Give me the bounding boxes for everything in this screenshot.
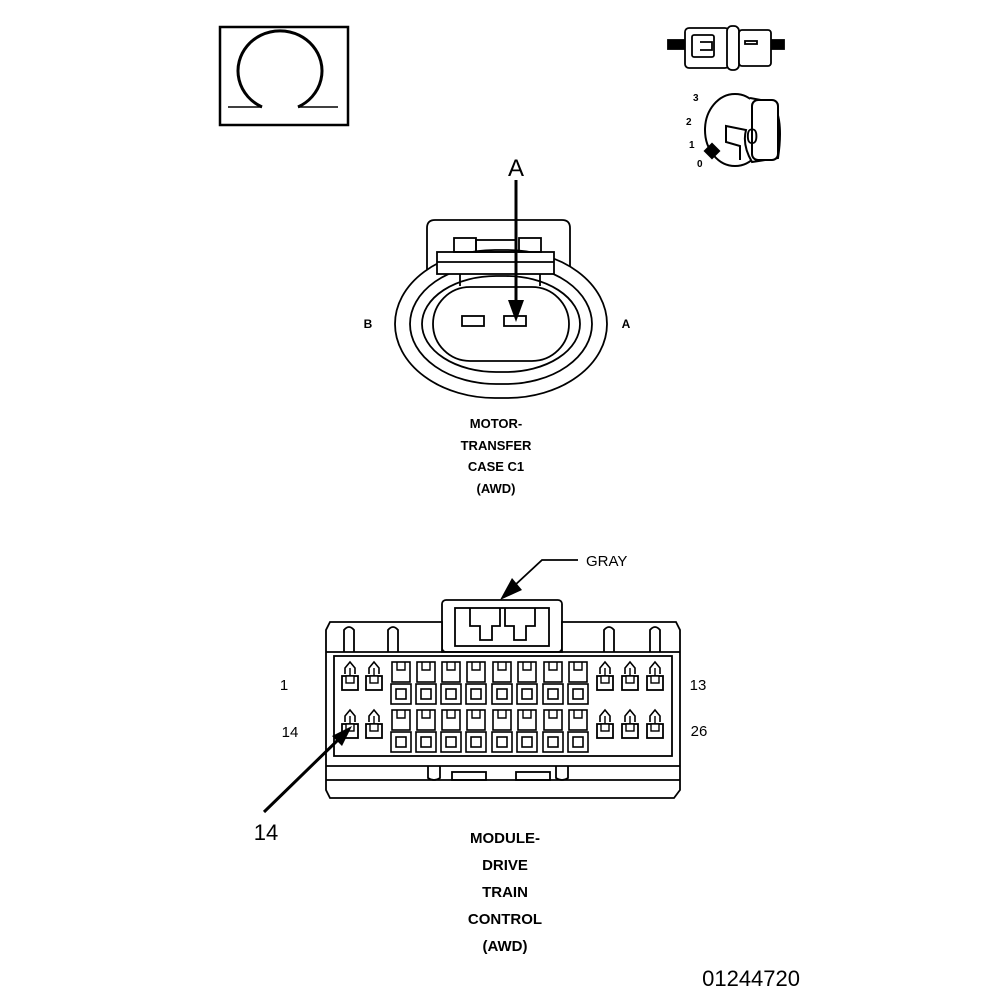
dtcm-row1-left-label: 1 — [280, 677, 288, 694]
c1-terminal-b — [461, 315, 485, 327]
c1-caption: MOTOR- TRANSFER CASE C1 (AWD) — [461, 416, 532, 496]
ignition-position-0: 0 — [697, 159, 703, 170]
dtcm-color-callout: GRAY — [586, 553, 627, 570]
dtcm-color-callout-leader — [500, 559, 578, 600]
c1-side-label-b: B — [364, 317, 373, 331]
dtcm-terminal-19 — [465, 709, 487, 753]
dtcm-terminal-18 — [440, 709, 462, 753]
c1-caption-line-2: TRANSFER — [461, 438, 532, 453]
dtcm-caption-line-4: CONTROL — [468, 911, 542, 928]
dtcm-terminal-7 — [491, 661, 513, 705]
dtcm-row1-right-label: 13 — [690, 677, 707, 694]
dtcm-terminal-2 — [365, 660, 383, 691]
c1-connector-housing — [394, 219, 608, 399]
dtcm-pin-14-arrow — [262, 726, 352, 814]
dtcm-terminal-23 — [567, 709, 589, 753]
dtcm-terminal-13 — [646, 660, 664, 691]
figure-number: 01244720 — [702, 966, 800, 991]
dtcm-terminal-20 — [491, 709, 513, 753]
connector-icon — [667, 25, 785, 71]
dtcm-terminal-17 — [415, 709, 437, 753]
dtcm-terminal-8 — [516, 661, 538, 705]
dtcm-pin-callout: 14 — [254, 820, 278, 845]
dtcm-terminal-11 — [596, 660, 614, 691]
c1-caption-line-4: (AWD) — [477, 481, 516, 496]
dtcm-terminal-10 — [567, 661, 589, 705]
dtcm-row2-right-label: 26 — [691, 723, 708, 740]
dtcm-terminal-3 — [390, 661, 412, 705]
dtcm-terminal-6 — [465, 661, 487, 705]
ignition-position-3: 3 — [693, 93, 699, 104]
dtcm-terminal-26 — [646, 708, 664, 739]
dtcm-caption-line-2: DRIVE — [482, 857, 528, 874]
c1-side-label-a: A — [622, 317, 631, 331]
c1-pin-a-callout: A — [508, 155, 524, 182]
ignition-key-label: 0 — [746, 124, 758, 149]
dtcm-terminal-4 — [415, 661, 437, 705]
c1-pin-a-arrow — [508, 180, 524, 322]
ohm-icon — [218, 25, 350, 127]
dtcm-terminal-22 — [542, 709, 564, 753]
dtcm-terminal-1 — [341, 660, 359, 691]
ignition-position-2: 2 — [686, 117, 692, 128]
c1-caption-line-1: MOTOR- — [470, 416, 522, 431]
dtcm-caption: MODULE- DRIVE TRAIN CONTROL (AWD) — [468, 830, 542, 955]
c1-caption-line-3: CASE C1 — [468, 459, 524, 474]
dtcm-terminal-12 — [621, 660, 639, 691]
dtcm-caption-line-3: TRAIN — [482, 884, 528, 901]
dtcm-terminal-21 — [516, 709, 538, 753]
dtcm-terminal-16 — [390, 709, 412, 753]
dtcm-terminal-5 — [440, 661, 462, 705]
dtcm-terminal-24 — [596, 708, 614, 739]
dtcm-terminal-15 — [365, 708, 383, 739]
dtcm-row2-left-label: 14 — [282, 724, 299, 741]
ignition-switch-icon — [703, 93, 781, 167]
ignition-position-1: 1 — [689, 140, 695, 151]
dtcm-caption-line-5: (AWD) — [483, 938, 528, 955]
dtcm-terminal-25 — [621, 708, 639, 739]
dtcm-terminal-array — [341, 660, 664, 753]
dtcm-caption-line-1: MODULE- — [470, 830, 540, 847]
dtcm-terminal-9 — [542, 661, 564, 705]
